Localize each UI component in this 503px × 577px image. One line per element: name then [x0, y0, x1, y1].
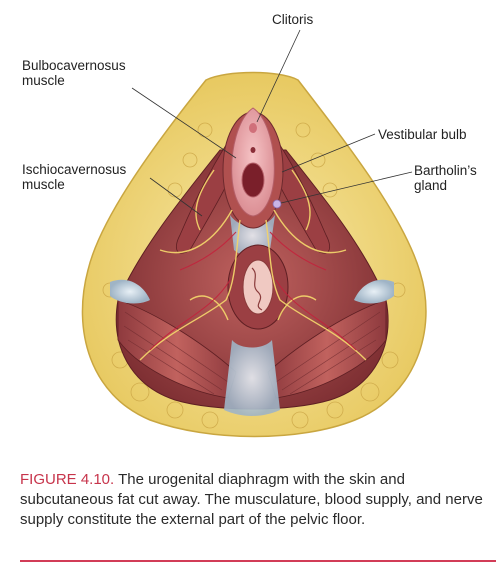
label-bartholins-line2: gland [414, 178, 448, 193]
figure-caption: FIGURE 4.10. The urogenital diaphragm wi… [20, 470, 496, 530]
vaginal-opening [241, 162, 265, 198]
label-bulbocavernosus-line2: muscle [22, 73, 65, 88]
right-fascia-patch [354, 279, 394, 304]
leader-lines [131, 29, 413, 217]
label-vestibular-bulb: Vestibular bulb [378, 127, 467, 142]
label-bulbocavernosus: Bulbocavernosus muscle [22, 58, 162, 88]
label-ischiocavernosus-line2: muscle [22, 177, 65, 192]
anus [242, 259, 274, 315]
label-ischiocavernosus-line1: Ischiocavernosus [22, 162, 127, 177]
label-bartholins-gland: Bartholin’s gland [414, 163, 503, 193]
left-fascia-patch [110, 279, 150, 304]
muscle-fibers [123, 311, 381, 395]
anatomy-illustration [81, 29, 427, 438]
urethral-opening [250, 147, 256, 153]
clitoris [249, 123, 257, 133]
nerve-branches [139, 169, 367, 361]
label-ischiocavernosus: Ischiocavernosus muscle [22, 162, 162, 192]
label-clitoris-text: Clitoris [272, 12, 314, 27]
label-vestibular-bulb-text: Vestibular bulb [378, 127, 467, 142]
perineal-fascia-lower [224, 340, 280, 416]
label-bartholins-line1: Bartholin’s [414, 163, 477, 178]
label-bulbocavernosus-line1: Bulbocavernosus [22, 58, 126, 73]
blood-vessels [149, 231, 357, 351]
bartholins-gland [272, 199, 282, 209]
anal-folds [251, 267, 263, 311]
caption-divider [20, 560, 496, 562]
label-clitoris: Clitoris [272, 12, 313, 27]
vulva [231, 107, 275, 217]
caption-text: The urogenital diaphragm with the skin a… [20, 471, 483, 528]
figure-number: FIGURE 4.10. [20, 471, 115, 488]
